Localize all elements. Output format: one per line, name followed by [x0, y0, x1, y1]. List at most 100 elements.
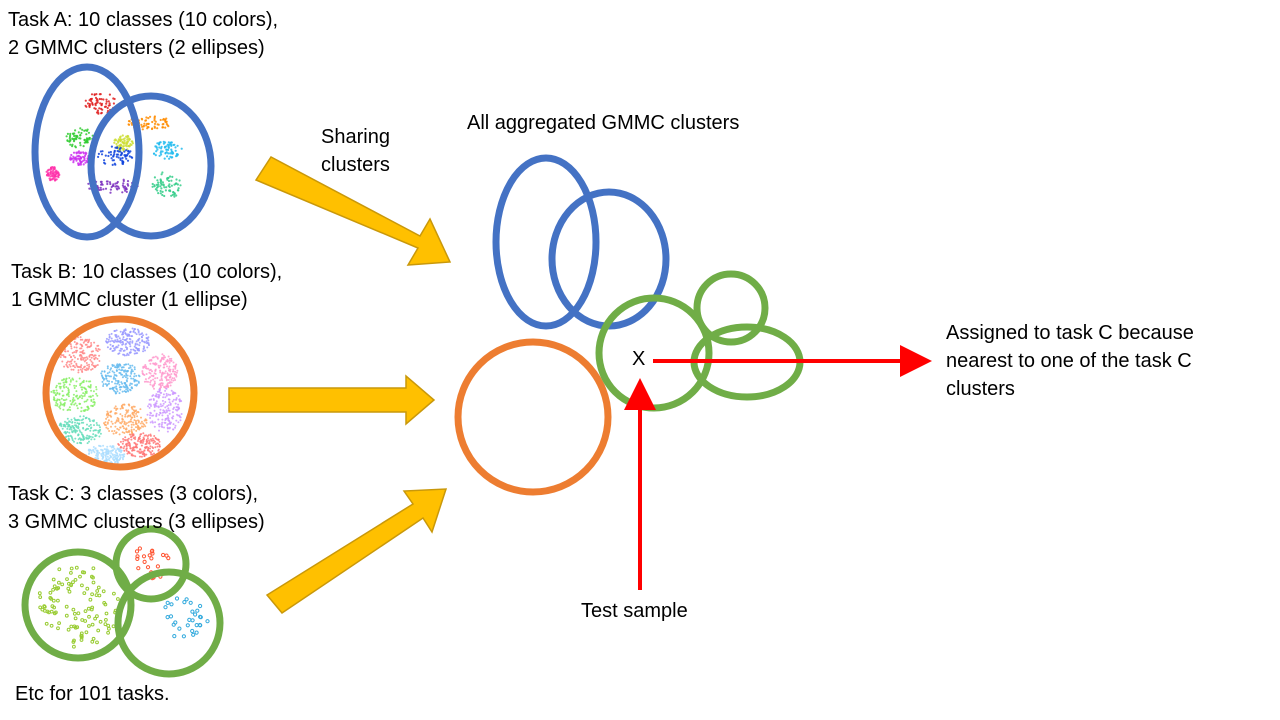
scatter-point	[97, 186, 100, 189]
scatter-point	[127, 451, 130, 454]
scatter-point	[119, 341, 122, 344]
scatter-point	[122, 138, 125, 141]
scatter-point	[59, 402, 62, 405]
scatter-point	[163, 385, 166, 388]
scatter-point	[52, 391, 55, 394]
scatter-point	[172, 408, 175, 410]
scatter-point	[135, 412, 138, 415]
scatter-point	[106, 182, 109, 186]
scatter-point	[64, 425, 67, 428]
scatter-point	[113, 141, 116, 144]
scatter-point	[145, 373, 148, 375]
scatter-point	[74, 366, 76, 369]
scatter-point	[87, 624, 91, 628]
scatter-point	[106, 410, 109, 413]
scatter-point	[104, 421, 107, 424]
scatter-point	[78, 574, 82, 579]
scatter-point	[164, 189, 167, 192]
scatter-point	[154, 372, 157, 375]
scatter-point	[75, 385, 78, 387]
scatter-point	[53, 399, 56, 402]
scatter-point	[121, 333, 124, 336]
scatter-point	[99, 102, 102, 105]
scatter-point	[168, 183, 171, 186]
scatter-point	[169, 175, 172, 178]
scatter-point	[97, 152, 100, 155]
scatter-point	[106, 455, 109, 458]
scatter-point	[108, 333, 111, 336]
scatter-point	[78, 402, 81, 405]
scatter-point	[96, 109, 99, 112]
scatter-point	[54, 404, 57, 407]
scatter-point	[75, 351, 78, 354]
scatter-point	[50, 178, 53, 181]
scatter-point	[104, 618, 108, 622]
scatter-point	[159, 383, 162, 386]
scatter-point	[162, 396, 165, 399]
scatter-point	[58, 406, 61, 408]
task-c-label-line1: Task C: 3 classes (3 colors),	[8, 483, 259, 505]
scatter-point	[75, 390, 78, 393]
scatter-point	[125, 449, 128, 452]
scatter-point	[126, 138, 129, 141]
scatter-point	[116, 338, 119, 341]
scatter-point	[94, 365, 97, 368]
scatter-point	[148, 439, 150, 442]
scatter-point	[117, 156, 120, 159]
scatter-point	[116, 597, 120, 601]
scatter-point	[150, 374, 153, 377]
scatter-point	[93, 419, 95, 422]
scatter-point	[62, 354, 65, 357]
scatter-point	[67, 387, 70, 390]
scatter-point	[105, 375, 108, 378]
scatter-point	[114, 382, 117, 385]
scatter-point	[90, 449, 93, 452]
scatter-point	[143, 419, 146, 422]
scatter-point	[80, 156, 83, 159]
scatter-point	[111, 163, 114, 166]
scatter-point	[106, 180, 109, 183]
scatter-point	[119, 157, 122, 160]
scatter-point	[160, 153, 163, 156]
scatter-point	[100, 107, 103, 110]
scatter-point	[88, 597, 93, 602]
scatter-point	[175, 194, 178, 197]
sharing-label-line1: Sharing	[321, 126, 390, 148]
scatter-point	[133, 366, 136, 369]
scatter-point	[144, 443, 147, 446]
scatter-point	[145, 124, 148, 127]
scatter-point	[178, 398, 181, 401]
scatter-point	[136, 424, 139, 427]
scatter-point	[165, 120, 168, 123]
scatter-point	[125, 354, 128, 357]
scatter-point	[65, 377, 68, 380]
scatter-point	[166, 430, 169, 433]
scatter-point	[91, 367, 94, 370]
scatter-point	[58, 173, 61, 176]
scatter-point	[173, 620, 178, 625]
scatter-point	[122, 336, 125, 339]
scatter-point	[92, 446, 95, 448]
scatter-point	[111, 370, 114, 373]
scatter-point	[117, 344, 120, 347]
scatter-point	[67, 437, 70, 440]
scatter-point	[77, 369, 80, 372]
scatter-point	[111, 387, 114, 390]
scatter-point	[135, 340, 138, 343]
scatter-point	[88, 187, 91, 190]
scatter-point	[174, 596, 180, 601]
scatter-point	[49, 623, 54, 628]
scatter-point	[163, 194, 166, 198]
scatter-point	[109, 191, 112, 194]
task-c-cluster-circle-3	[114, 568, 224, 678]
scatter-point	[123, 427, 125, 430]
scatter-point	[129, 340, 132, 343]
scatter-point	[136, 343, 139, 346]
scatter-point	[187, 617, 192, 623]
scatter-point	[176, 409, 179, 412]
scatter-point	[93, 616, 97, 621]
scatter-point	[145, 342, 148, 345]
scatter-point	[98, 107, 101, 110]
scatter-point	[79, 634, 84, 638]
scatter-point	[120, 381, 123, 384]
